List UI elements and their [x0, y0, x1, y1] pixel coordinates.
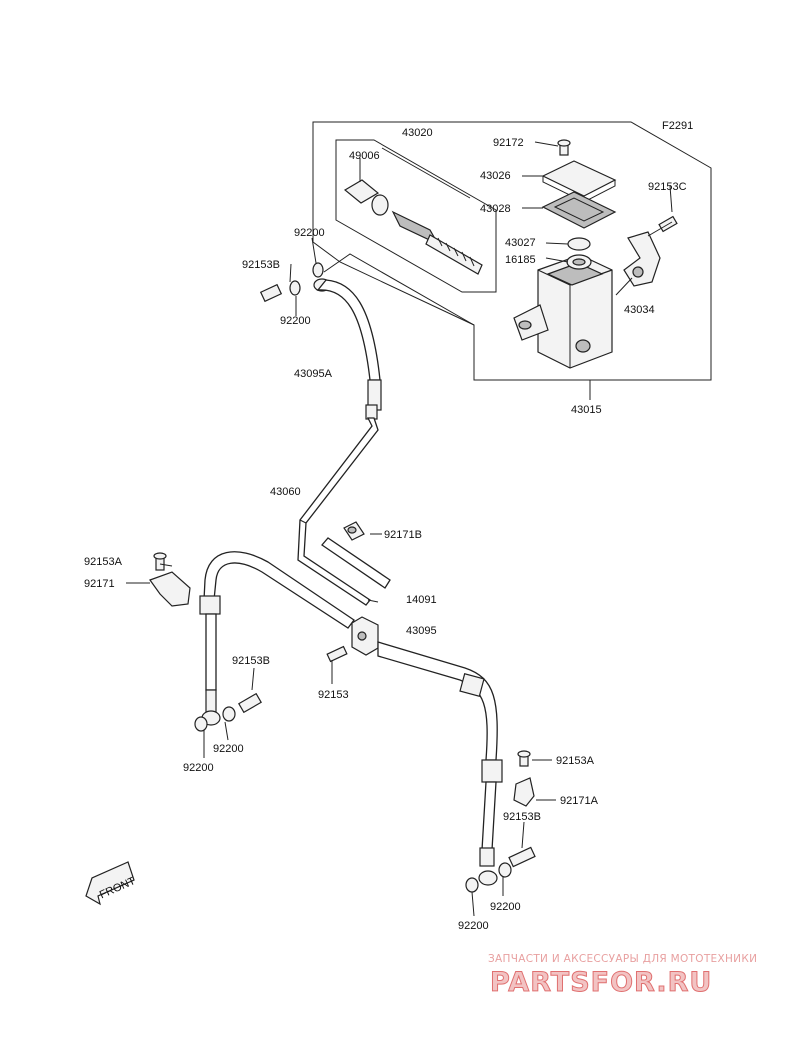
part-label: 14091 [406, 594, 437, 606]
part-label: 92153A [556, 755, 595, 767]
part-label: 43026 [480, 170, 511, 182]
part-label: 92200 [280, 315, 311, 327]
part-label: 43095 [406, 625, 437, 637]
watermark-brand: PARTSFOR.RU [490, 967, 712, 998]
right-brake-hose-43095 [377, 641, 536, 893]
master-cylinder-frame [312, 121, 712, 381]
part-label: 92171A [560, 795, 599, 807]
part-label: 49006 [349, 150, 380, 162]
part-label: 92153B [503, 811, 541, 823]
part-label: 92153C [648, 181, 687, 193]
pipe-43060 [297, 417, 379, 606]
part-label: 43034 [624, 304, 655, 316]
clamp-92171B [321, 521, 391, 589]
master-cylinder-body [513, 254, 613, 369]
part-label: 92172 [493, 137, 524, 149]
part-label: 43028 [480, 203, 511, 215]
part-label: 92153B [242, 259, 280, 271]
part-label: 16185 [505, 254, 536, 266]
part-label: 92200 [213, 743, 244, 755]
part-label: 43095A [294, 368, 333, 380]
three-way-joint [326, 616, 379, 663]
part-label: 43015 [571, 404, 602, 416]
left-brake-hose [149, 551, 355, 732]
hose-43095A [316, 279, 382, 420]
part-label: 43020 [402, 127, 433, 139]
part-label: 43060 [270, 486, 301, 498]
clamp-43034 [623, 215, 678, 287]
figure-code: F2291 [662, 120, 693, 132]
front-arrow-icon: FRONT [85, 861, 138, 906]
reservoir-cap [541, 139, 617, 270]
part-label: 92171 [84, 578, 115, 590]
part-label: 92153 [318, 689, 349, 701]
part-label: 92200 [294, 227, 325, 239]
part-labels: 43020 92172 49006 43026 92153C 43028 430… [84, 127, 687, 932]
leader-lines [126, 141, 673, 917]
part-label: 92153B [232, 655, 270, 667]
part-label: 92200 [490, 901, 521, 913]
part-label: 92171B [384, 529, 422, 541]
part-label: 92200 [458, 920, 489, 932]
part-label: 92153A [84, 556, 123, 568]
watermark: ЗАПЧАСТИ И АКСЕССУАРЫ ДЛЯ МОТОТЕХНИКИ PA… [488, 953, 757, 999]
piston-kit [343, 179, 483, 275]
watermark-tagline: ЗАПЧАСТИ И АКСЕССУАРЫ ДЛЯ МОТОТЕХНИКИ [488, 953, 757, 965]
part-label: 43027 [505, 237, 536, 249]
part-label: 92200 [183, 762, 214, 774]
